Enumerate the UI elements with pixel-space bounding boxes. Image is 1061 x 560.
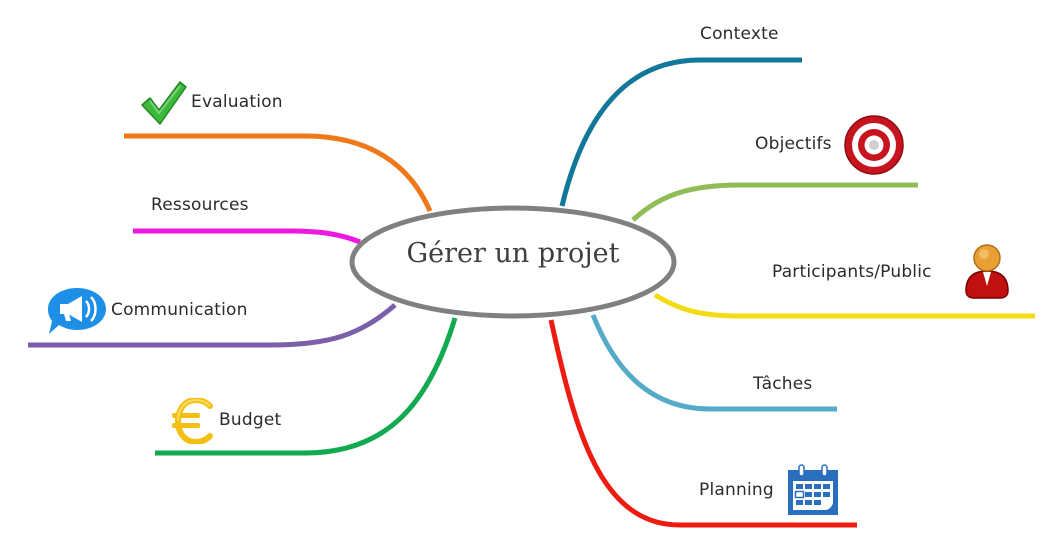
- euro-icon: [172, 398, 213, 444]
- branch-label-ressources[interactable]: Ressources: [151, 195, 249, 215]
- branch-line-communication: [28, 303, 397, 348]
- branch-line-taches: [590, 314, 837, 412]
- branch-label-planning[interactable]: Planning: [699, 480, 774, 500]
- branch-line-planning: [548, 319, 857, 528]
- branch-line-objectifs: [631, 182, 918, 222]
- central-topic-label[interactable]: Gérer un projet: [406, 238, 620, 269]
- branch-label-taches[interactable]: Tâches: [753, 374, 813, 394]
- megaphone-icon: [48, 288, 106, 334]
- user-icon: [965, 244, 1009, 299]
- branch-line-ressources: [133, 228, 361, 245]
- checkmark-icon: [141, 81, 187, 125]
- central-topic-ellipse[interactable]: [349, 205, 677, 319]
- branch-label-contexte[interactable]: Contexte: [700, 24, 779, 44]
- branch-line-evaluation: [124, 133, 433, 212]
- branch-label-participants[interactable]: Participants/Public: [772, 262, 932, 282]
- branch-label-evaluation[interactable]: Evaluation: [191, 92, 283, 112]
- target-icon: [844, 115, 904, 175]
- branch-line-contexte: [559, 57, 802, 207]
- branch-label-communication[interactable]: Communication: [111, 300, 248, 320]
- branch-line-participants: [653, 292, 1035, 319]
- branch-label-objectifs[interactable]: Objectifs: [755, 134, 832, 154]
- branch-line-budget: [155, 317, 458, 456]
- branch-label-budget[interactable]: Budget: [219, 410, 282, 430]
- calendar-icon: [788, 464, 838, 515]
